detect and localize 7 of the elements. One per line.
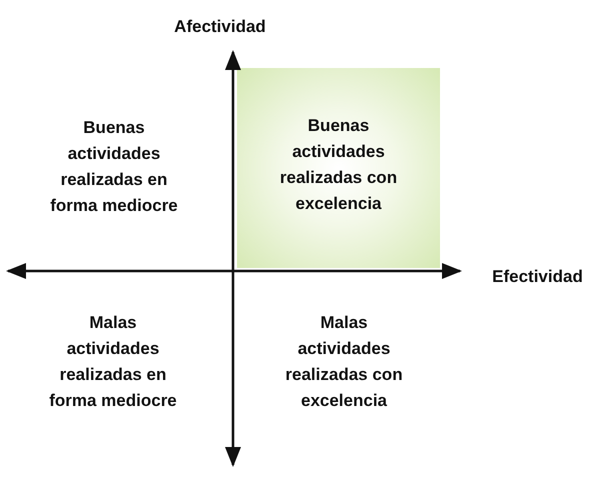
quadrant-label: Malas actividades realizadas con excelencia (284, 312, 404, 412)
axis-label: Efectividad (491, 266, 584, 288)
quadrant-label: Buenas actividades realizadas en forma mediocre (49, 117, 179, 217)
quadrant-label: Buenas actividades realizadas con excelencia (278, 115, 398, 215)
highlighted-quadrant (237, 68, 440, 268)
axis-label: Afectividad (173, 16, 267, 38)
quadrant-label: Malas actividades realizadas en forma mediocre (48, 312, 178, 412)
